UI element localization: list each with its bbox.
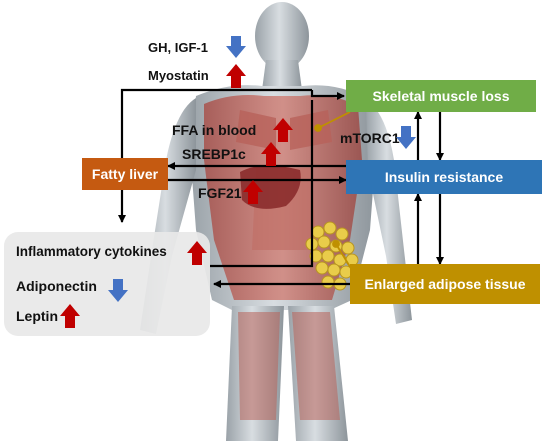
skeletal-pointer-dot	[314, 124, 322, 132]
adiponectin-label: Adiponectin	[16, 278, 97, 294]
fatty-liver-box: Fatty liver	[82, 158, 168, 190]
insulin-resistance-box: Insulin resistance	[346, 160, 542, 194]
inflammatory-cytokines-label: Inflammatory cytokines	[16, 244, 167, 259]
to-skeletal-muscle-arrow	[310, 90, 345, 100]
red-up-arrow-icon	[243, 180, 263, 204]
adipose-pointer-line	[335, 243, 353, 271]
cytokines-to-skeletal-line	[210, 100, 314, 268]
blue-down-arrow-icon	[396, 126, 416, 149]
mtorc1-label: mTORC1	[340, 130, 400, 146]
skeletal-muscle-loss-box: Skeletal muscle loss	[346, 80, 536, 112]
adipose-pointer-dot	[332, 240, 340, 248]
gh-igf1-label: GH, IGF-1	[148, 40, 208, 55]
srebp1c-label: SREBP1c	[182, 146, 246, 162]
enlarged-adipose-label: Enlarged adipose tissue	[364, 276, 526, 292]
red-up-arrow-icon	[226, 64, 246, 88]
skeletal-muscle-loss-label: Skeletal muscle loss	[372, 88, 510, 104]
skeletal-pointer-line	[317, 111, 351, 129]
red-up-arrow-icon	[60, 304, 80, 328]
blue-down-arrow-icon	[108, 279, 128, 302]
adipokine-panel	[4, 232, 210, 336]
myostatin-label: Myostatin	[148, 68, 209, 83]
red-up-arrow-icon	[261, 142, 281, 166]
leptin-label: Leptin	[16, 308, 58, 324]
red-up-arrow-icon	[273, 118, 293, 142]
fgf21-label: FGF21	[198, 185, 242, 201]
insulin-resistance-label: Insulin resistance	[384, 169, 504, 185]
ffa-blood-label: FFA in blood	[172, 122, 257, 138]
fatty-liver-label: Fatty liver	[91, 166, 159, 182]
enlarged-adipose-box: Enlarged adipose tissue	[350, 264, 540, 304]
blue-down-arrow-icon	[226, 36, 246, 58]
red-up-arrow-icon	[187, 241, 207, 265]
